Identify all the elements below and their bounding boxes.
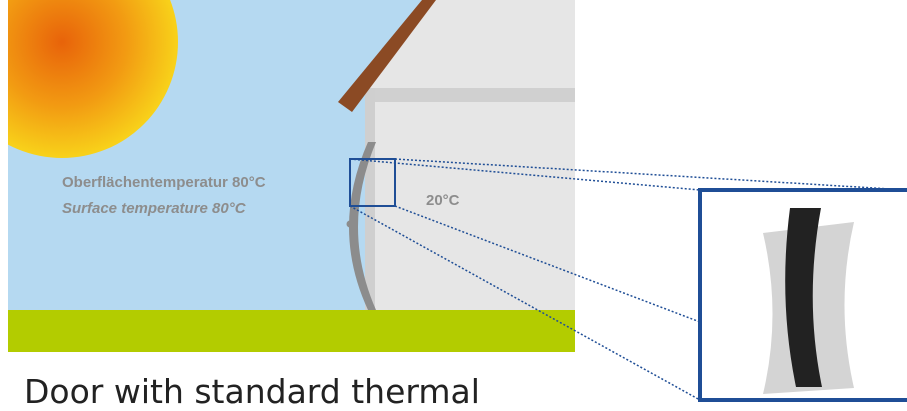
detail-highlight-box	[349, 158, 396, 207]
roof-beam	[338, 0, 436, 112]
connector-line-bottom	[349, 205, 701, 401]
door-handle	[346, 220, 354, 228]
caption: Door with standard thermal	[24, 372, 480, 411]
surface-temp-label-en: Surface temperature 80°C	[62, 200, 247, 217]
door-curved	[349, 142, 376, 310]
wall-top-band	[365, 88, 575, 102]
inside-temp-label: 20°C	[426, 192, 460, 209]
door-section-core	[785, 208, 822, 387]
connector-line-top-left	[349, 158, 701, 191]
house-wall	[365, 0, 575, 310]
wall-edge	[365, 88, 375, 310]
surface-temp-label-de: Oberflächentemperatur 80°C	[62, 174, 266, 191]
connector-line-top-right	[394, 158, 907, 191]
zoom-connector-lines	[349, 158, 907, 401]
sun	[8, 0, 178, 158]
ground	[8, 310, 575, 352]
